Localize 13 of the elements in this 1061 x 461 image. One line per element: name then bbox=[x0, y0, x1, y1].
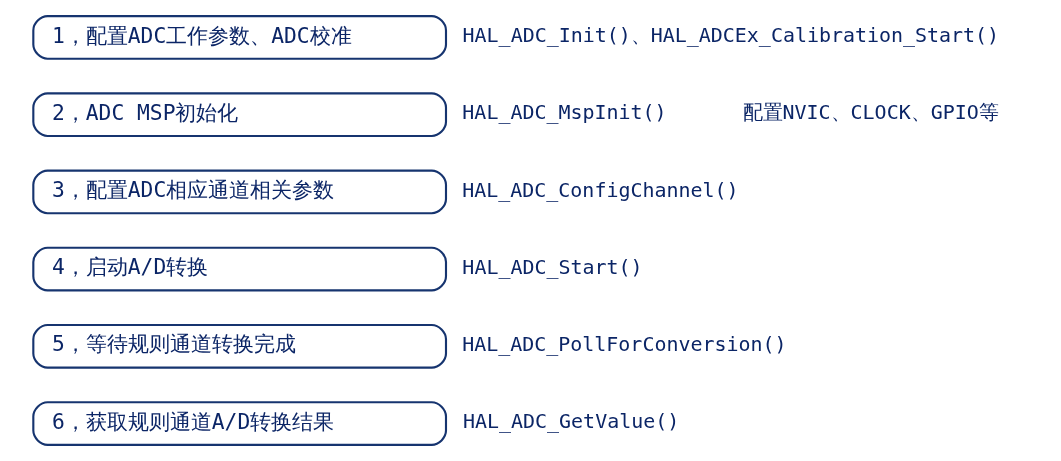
node-box: 4，启动A/D转换 bbox=[31, 246, 447, 292]
node-label: HAL_ADC_MspInit() bbox=[461, 100, 667, 125]
label: 配置NVIC、CLOCK、GPIO等 bbox=[742, 100, 999, 125]
node-box: 6，获取规则通道A/D转换结果 bbox=[31, 401, 447, 446]
node-box: 5，等待规则通道转换完成 bbox=[31, 323, 447, 369]
node-label: HAL_ADC_Init()、HAL_ADCEx_Calibration_Start() bbox=[462, 23, 999, 48]
node-box: 3，配置ADC相应通道相关参数 bbox=[31, 169, 447, 215]
node-label: HAL_ADC_ConfigChannel() bbox=[461, 177, 739, 202]
node-box: 1，配置ADC工作参数、ADC校准 bbox=[31, 15, 447, 60]
node-label: HAL_ADC_PollForConversion() bbox=[461, 331, 787, 356]
node-label: HAL_ADC_GetValue() bbox=[462, 409, 679, 434]
node-box: 2，ADC MSP初始化 bbox=[31, 92, 447, 138]
node-label: HAL_ADC_Start() bbox=[461, 254, 643, 279]
